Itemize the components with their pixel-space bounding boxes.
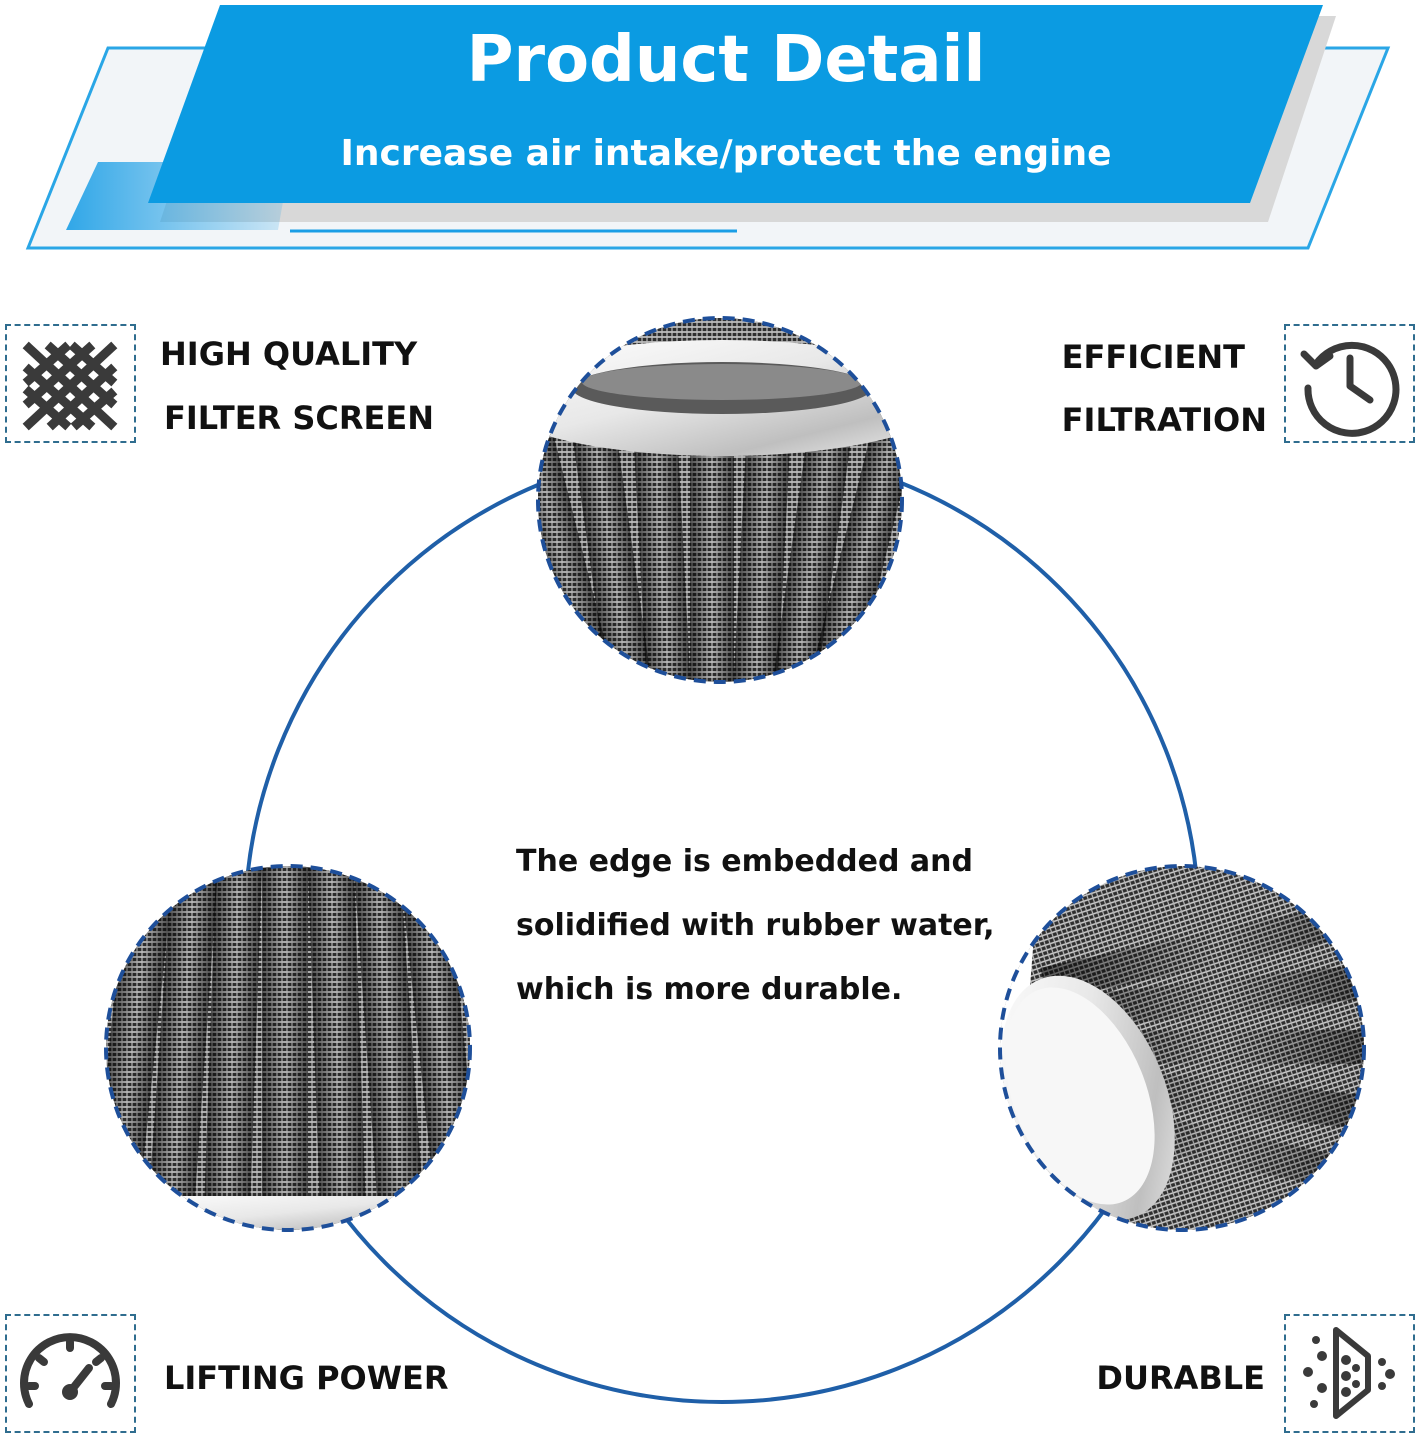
product-detail-banner: Product Detail Increase air intake/prote… [0, 0, 1421, 260]
banner-graphic [25, 5, 1391, 250]
description-line-1: The edge is embedded and [516, 844, 974, 879]
page-title: Product Detail [466, 23, 986, 97]
feature-lifting-power: LIFTING POWER [164, 1359, 449, 1397]
filter-closeup-top [536, 316, 904, 684]
feature-durable: DURABLE [1096, 1359, 1265, 1397]
feature-efficient-line2: FILTRATION [1061, 401, 1267, 439]
clock-history-icon [1284, 324, 1415, 443]
center-description: The edge is embedded and solidified with… [516, 830, 1016, 1022]
speedometer-icon [5, 1314, 136, 1433]
mesh-screen-icon [5, 324, 136, 443]
description-line-3: which is more durable. [516, 972, 903, 1007]
feature-high-quality-line2: FILTER SCREEN [164, 399, 434, 437]
feature-efficient-line1: EFFICIENT [1061, 338, 1245, 376]
filter-particles-icon [1284, 1314, 1415, 1433]
feature-high-quality-line1: HIGH QUALITY [160, 335, 418, 373]
filter-closeup-left [104, 864, 472, 1232]
filter-closeup-right [998, 864, 1366, 1232]
description-line-2: solidified with rubber water, [516, 908, 995, 943]
page-subtitle: Increase air intake/protect the engine [340, 133, 1112, 174]
banner-main-band [148, 5, 1323, 203]
